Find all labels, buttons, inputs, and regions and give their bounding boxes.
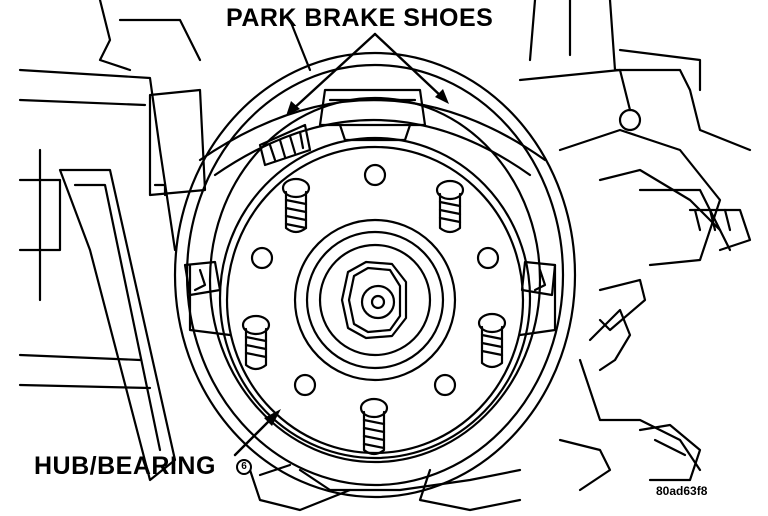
wheel-stud [477, 312, 507, 369]
chassis-frame [18, 0, 752, 512]
arrowhead-right-shoe [435, 89, 449, 104]
wheel-stud [359, 397, 389, 456]
lug-holes [250, 163, 500, 397]
arrowhead-hub-bearing [264, 409, 281, 426]
park-brake-shoes-label: PARK BRAKE SHOES [226, 4, 494, 32]
hub-bearing-label: HUB/BEARING [34, 452, 216, 480]
hub-bearing-center [293, 218, 457, 382]
wheel-studs [241, 177, 507, 456]
arrowhead-left-shoe [286, 101, 300, 116]
wheel-stud [241, 314, 271, 371]
wheel-stud [281, 177, 311, 234]
park-brake-leader-arrows [290, 32, 445, 112]
hub-bearing-callout-mark: 6 [236, 459, 252, 475]
wheel-stud [435, 179, 465, 234]
figure-code-label: 80ad63f8 [656, 484, 708, 498]
